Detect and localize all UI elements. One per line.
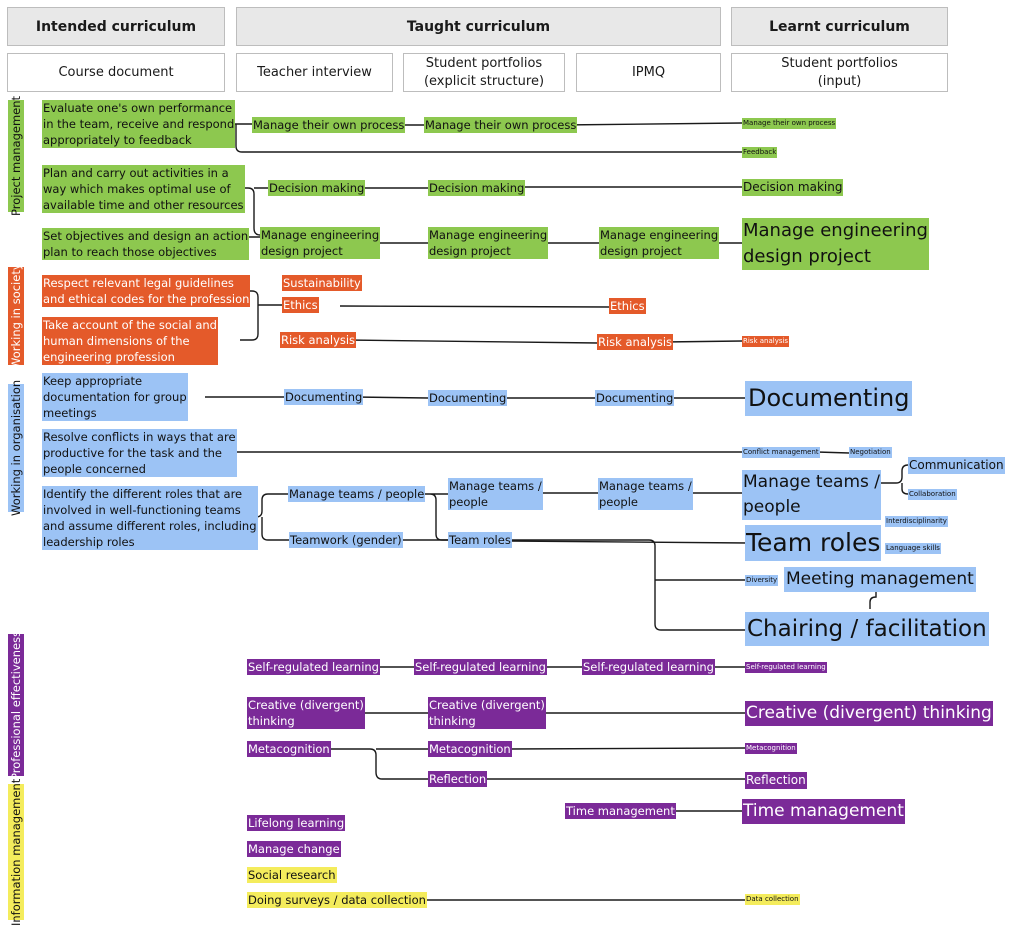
teacher-ethics: Ethics bbox=[282, 297, 319, 313]
ipmq-ethics: Ethics bbox=[609, 298, 646, 314]
learnt-diversity: Diversity bbox=[745, 575, 779, 586]
teacher-self-regulated-learning: Self-regulated learning bbox=[247, 659, 380, 675]
learnt-conflict-management: Conflict management bbox=[742, 447, 820, 458]
ipmq-manage-engineering-design: Manage engineering design project bbox=[599, 227, 720, 259]
learnt-team-roles: Team roles bbox=[745, 525, 882, 561]
learnt-collaboration: Collaboration bbox=[908, 489, 957, 500]
portfolio-explicit-decision-making: Decision making bbox=[428, 180, 526, 196]
portfolio-explicit-manage-engineering-design: Manage engineering design project bbox=[428, 227, 549, 259]
learnt-metacognition: Metacognition bbox=[745, 743, 797, 754]
teacher-decision-making: Decision making bbox=[268, 180, 366, 196]
learnt-communication: Communication bbox=[908, 457, 1005, 474]
category-working-in-organisation: Working in organisation bbox=[8, 379, 24, 517]
subheader-student-portfolios-explicit: Student portfolios (explicit structure) bbox=[403, 53, 565, 92]
learnt-self-regulated-learning: Self-regulated learning bbox=[745, 662, 827, 673]
teacher-lifelong-learning: Lifelong learning bbox=[247, 815, 346, 831]
ipmq-time-management: Time management bbox=[565, 803, 676, 819]
portfolio-explicit-manage-teams: Manage teams / people bbox=[448, 478, 543, 510]
category-information-management: Information management bbox=[8, 778, 24, 926]
teacher-manage-own-process: Manage their own process bbox=[252, 117, 406, 133]
category-working-in-society: Working in society bbox=[8, 263, 24, 369]
learnt-creative-thinking: Creative (divergent) thinking bbox=[745, 701, 993, 726]
header-intended-curriculum: Intended curriculum bbox=[7, 7, 225, 46]
learnt-interdisciplinarity: Interdisciplinarity bbox=[885, 516, 948, 527]
portfolio-explicit-team-roles: Team roles bbox=[448, 532, 512, 548]
intended-pm-set-objectives: Set objectives and design an action plan… bbox=[42, 228, 250, 260]
category-project-management: Project management bbox=[8, 95, 24, 217]
intended-pm-plan-activities: Plan and carry out activities in a way w… bbox=[42, 165, 245, 213]
learnt-documenting: Documenting bbox=[745, 381, 913, 416]
learnt-chairing-facilitation: Chairing / facilitation bbox=[745, 612, 989, 646]
teacher-social-research: Social research bbox=[247, 867, 337, 883]
teacher-teamwork-gender: Teamwork (gender) bbox=[289, 532, 403, 548]
intended-wo-team-roles: Identify the different roles that are in… bbox=[42, 486, 258, 550]
subheader-student-portfolios-input: Student portfolios (input) bbox=[731, 53, 948, 92]
teacher-metacognition: Metacognition bbox=[247, 741, 331, 757]
learnt-reflection: Reflection bbox=[745, 772, 807, 789]
ipmq-risk-analysis: Risk analysis bbox=[597, 334, 674, 350]
ipmq-documenting: Documenting bbox=[595, 390, 675, 406]
portfolio-explicit-self-regulated-learning: Self-regulated learning bbox=[414, 659, 547, 675]
portfolio-explicit-metacognition: Metacognition bbox=[428, 741, 512, 757]
intended-wo-documentation: Keep appropriate documentation for group… bbox=[42, 373, 188, 421]
category-professional-effectiveness: Professional effectiveness bbox=[8, 630, 24, 780]
ipmq-self-regulated-learning: Self-regulated learning bbox=[582, 659, 715, 675]
portfolio-explicit-creative-thinking: Creative (divergent) thinking bbox=[428, 697, 546, 729]
teacher-manage-engineering-design: Manage engineering design project bbox=[260, 227, 381, 259]
ipmq-manage-teams: Manage teams / people bbox=[598, 478, 693, 510]
intended-ws-social-dimensions: Take account of the social and human dim… bbox=[42, 317, 218, 365]
intended-pm-evaluate-performance: Evaluate one's own performance in the te… bbox=[42, 100, 236, 148]
learnt-manage-engineering-design: Manage engineering design project bbox=[742, 218, 929, 270]
learnt-language-skills: Language skills bbox=[885, 543, 941, 554]
subheader-ipmq: IPMQ bbox=[576, 53, 721, 92]
learnt-negotiation: Negotiation bbox=[849, 447, 892, 458]
intended-ws-legal-guidelines: Respect relevant legal guidelines and et… bbox=[42, 275, 251, 307]
learnt-meeting-management: Meeting management bbox=[784, 567, 976, 592]
portfolio-explicit-manage-own-process: Manage their own process bbox=[424, 117, 578, 133]
teacher-sustainability: Sustainability bbox=[282, 275, 362, 291]
learnt-data-collection: Data collection bbox=[745, 894, 800, 905]
learnt-decision-making: Decision making bbox=[742, 179, 844, 196]
teacher-doing-surveys: Doing surveys / data collection bbox=[247, 892, 427, 908]
intended-wo-resolve-conflicts: Resolve conflicts in ways that are produ… bbox=[42, 429, 237, 477]
teacher-creative-thinking: Creative (divergent) thinking bbox=[247, 697, 365, 729]
header-taught-curriculum: Taught curriculum bbox=[236, 7, 721, 46]
learnt-risk-analysis: Risk analysis bbox=[742, 336, 790, 347]
portfolio-explicit-documenting: Documenting bbox=[428, 390, 508, 406]
learnt-manage-teams: Manage teams / people bbox=[742, 470, 882, 520]
subheader-course-document: Course document bbox=[7, 53, 225, 92]
teacher-risk-analysis: Risk analysis bbox=[280, 332, 357, 348]
subheader-teacher-interview: Teacher interview bbox=[236, 53, 393, 92]
teacher-documenting: Documenting bbox=[284, 389, 364, 405]
teacher-manage-change: Manage change bbox=[247, 841, 341, 857]
learnt-manage-own-process: Manage their own process bbox=[742, 118, 837, 129]
header-learnt-curriculum: Learnt curriculum bbox=[731, 7, 948, 46]
learnt-feedback: Feedback bbox=[742, 147, 778, 158]
learnt-time-management: Time management bbox=[742, 799, 905, 824]
teacher-manage-teams: Manage teams / people bbox=[288, 486, 426, 502]
portfolio-explicit-reflection: Reflection bbox=[428, 771, 488, 787]
